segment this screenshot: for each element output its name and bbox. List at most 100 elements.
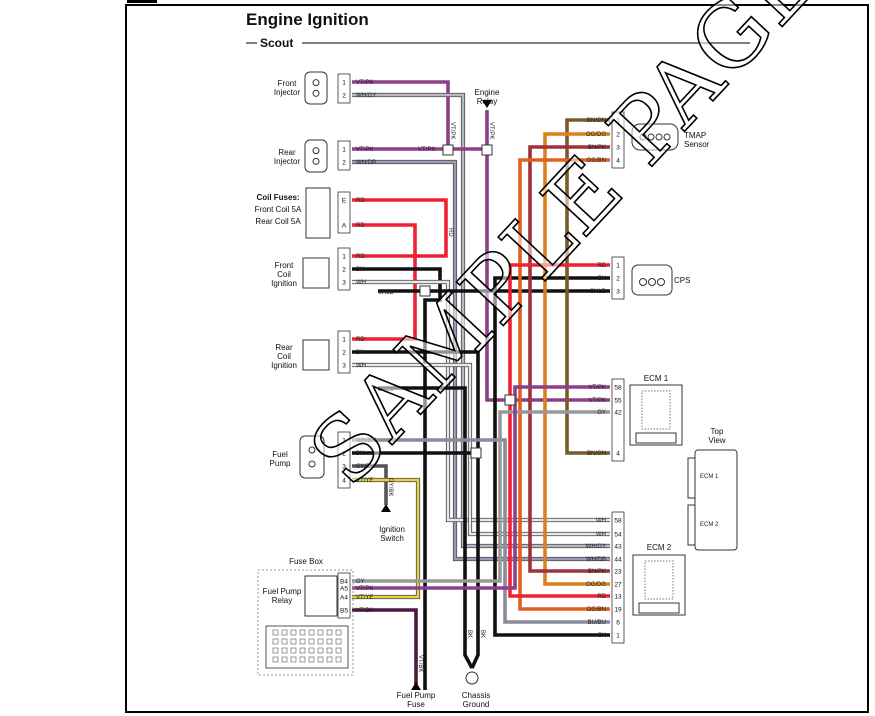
inline-wire-label: BK bbox=[479, 630, 485, 638]
wire-label: VT/PK bbox=[356, 586, 373, 592]
splice bbox=[481, 144, 493, 156]
ignition-switch-arrow-icon bbox=[381, 504, 391, 512]
front-injector-label: Front bbox=[278, 79, 297, 88]
pin-number: 23 bbox=[614, 569, 622, 576]
pin-number: A4 bbox=[340, 595, 348, 602]
tmap-pin bbox=[655, 133, 663, 141]
pin-number: 1 bbox=[616, 263, 620, 270]
wire-label: WH bbox=[596, 532, 606, 538]
pin-number: 4 bbox=[342, 478, 346, 485]
ecm1-connector-icon-pins bbox=[641, 390, 671, 430]
pin-number: 54 bbox=[614, 532, 622, 539]
ecm1-pin-box bbox=[611, 378, 625, 462]
pin-number: 2 bbox=[616, 276, 620, 283]
pin-number: 3 bbox=[616, 289, 620, 296]
fuse-slot bbox=[272, 629, 279, 636]
wire-label: RD bbox=[597, 263, 606, 269]
engine-relay-label: Engine bbox=[475, 88, 500, 97]
page-title: Engine Ignition bbox=[246, 10, 369, 29]
front-injector-label: Injector bbox=[274, 88, 301, 97]
fuse-slot bbox=[299, 656, 306, 663]
chassis-ground-ring-icon bbox=[465, 671, 479, 685]
pin-number: 4 bbox=[616, 451, 620, 458]
fuse-slot bbox=[299, 629, 306, 636]
fuse-slot bbox=[326, 656, 333, 663]
pin-number: B5 bbox=[340, 608, 348, 615]
wire-tmap-4 bbox=[518, 158, 610, 611]
fuse-slot bbox=[290, 629, 297, 636]
inline-wire-label: RD bbox=[447, 228, 453, 237]
wire-label: VT/PK bbox=[589, 385, 606, 391]
fuse-slot bbox=[299, 647, 306, 654]
fuse-slot bbox=[335, 656, 342, 663]
front-coil-label: Coil bbox=[277, 270, 291, 279]
front-coil-fuse-label: Front Coil 5A bbox=[255, 205, 302, 214]
pin-number: 2 bbox=[342, 451, 346, 458]
ecm2-connector-icon-pins bbox=[644, 560, 674, 600]
wire-label: WH/DB bbox=[586, 557, 606, 563]
fuse-slot bbox=[317, 656, 324, 663]
fuel-pump-pin-box bbox=[337, 431, 351, 489]
corner-mark bbox=[127, 0, 157, 3]
ecm1-connector-icon-latch bbox=[635, 432, 677, 444]
pin-number: 1 bbox=[616, 633, 620, 640]
wire-label: WH bbox=[356, 363, 366, 369]
pin-number: 6 bbox=[616, 620, 620, 627]
wire-fuel-pump-vtye bbox=[352, 478, 420, 599]
rear-coil-pin-box bbox=[337, 330, 351, 374]
rear-coil-connector-icon bbox=[302, 339, 330, 371]
fuse-slot bbox=[317, 629, 324, 636]
components-layer bbox=[257, 71, 738, 690]
wire-label: WH bbox=[356, 280, 366, 286]
coil-fuses-pin-box bbox=[337, 191, 351, 234]
wire-ground-2 bbox=[470, 640, 480, 669]
front-coil-pin-box bbox=[337, 247, 351, 291]
inline-wire-label: VT/PK bbox=[488, 122, 494, 139]
wire-label: BK bbox=[598, 276, 606, 282]
pin-number: 27 bbox=[614, 582, 622, 589]
fuel-pump-icon-pin bbox=[308, 446, 316, 454]
wire-front-injector-vtpk bbox=[352, 80, 450, 150]
wire-label: WH/BN bbox=[356, 438, 376, 444]
wire-label: WH/GY bbox=[356, 93, 376, 99]
wire-label: VT/PK bbox=[356, 80, 373, 86]
fuel-pump-fuse-label: Fuse bbox=[407, 700, 425, 709]
rear-coil-label: Coil bbox=[277, 352, 291, 361]
wire-tmap-1 bbox=[565, 118, 610, 455]
cps-pin-box bbox=[611, 256, 625, 300]
inline-wire-label: VT/BK bbox=[417, 655, 423, 672]
wire-label: VT/PK bbox=[589, 398, 606, 404]
wire-relay-gy bbox=[352, 410, 610, 583]
wire-label: BN/GN bbox=[587, 451, 606, 457]
rear-coil-label: Rear bbox=[275, 343, 293, 352]
wire-label: WH/GY bbox=[586, 544, 606, 550]
cps-icon bbox=[631, 264, 673, 296]
fuse-box-grid-icon bbox=[265, 625, 349, 669]
wire-label: BN/PK bbox=[588, 145, 606, 151]
fuel-pump-relay-pin-box bbox=[337, 572, 351, 619]
cps-label: CPS bbox=[674, 276, 690, 285]
wire-label: BU/BU bbox=[588, 620, 606, 626]
wire-relay-vtbk bbox=[352, 608, 418, 688]
wire-rear-coil-bk bbox=[352, 350, 480, 640]
wire-shld-2 bbox=[378, 386, 467, 640]
splice bbox=[442, 144, 454, 156]
fuse-slot bbox=[290, 647, 297, 654]
fuse-slot bbox=[326, 647, 333, 654]
fuse-slot bbox=[281, 656, 288, 663]
splice bbox=[470, 447, 482, 459]
rear-injector-pin-box bbox=[337, 140, 351, 171]
fuse-box-label: Fuse Box bbox=[289, 557, 323, 566]
fuse-slot bbox=[299, 638, 306, 645]
pin-number: 13 bbox=[614, 594, 622, 601]
pin-number: 55 bbox=[614, 398, 622, 405]
rear-injector-icon bbox=[304, 139, 328, 173]
tmap-sensor-label: TMAP bbox=[684, 131, 706, 140]
inline-wire-label: VT/PK bbox=[418, 147, 435, 153]
splice bbox=[504, 394, 516, 406]
ecm-top-view-icon bbox=[694, 449, 738, 551]
ecm-top-view-slot2 bbox=[687, 504, 696, 546]
fuse-slot bbox=[308, 647, 315, 654]
fuse-slot bbox=[317, 638, 324, 645]
